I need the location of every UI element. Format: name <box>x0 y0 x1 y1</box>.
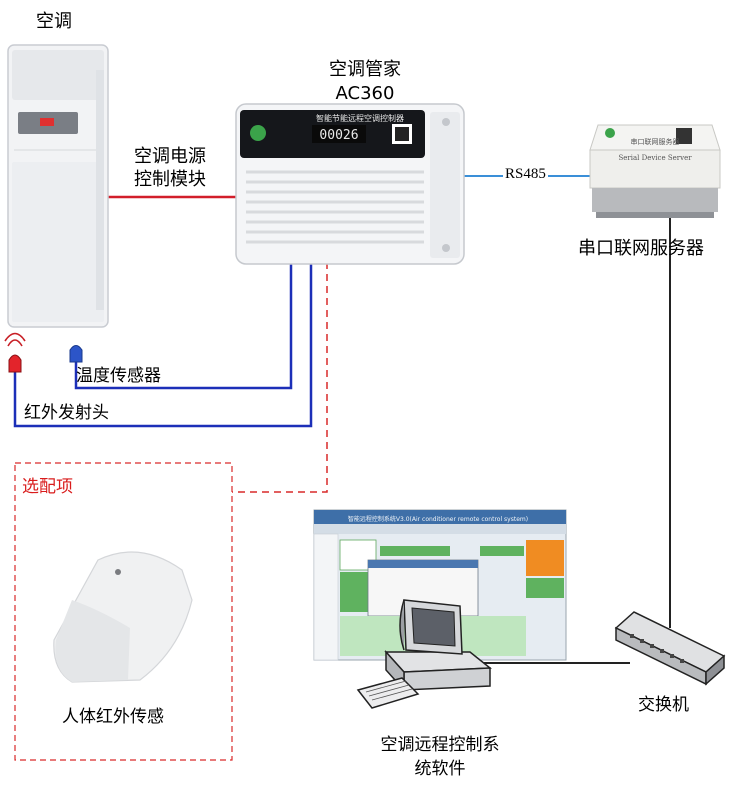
software-window-title: 智能远程控制系统V3.0(Air conditioner remote cont… <box>348 515 528 523</box>
network-switch-icon <box>614 611 726 686</box>
power-module-label-line1: 空调电源 <box>134 146 206 167</box>
ir-emitter-icon <box>4 332 26 373</box>
temp-sensor-line <box>74 248 293 390</box>
temp-sensor-icon <box>69 345 83 363</box>
pir-sensor-label: 人体红外传感 <box>62 707 164 727</box>
serial-server-icon <box>589 124 721 218</box>
rs485-label: RS485 <box>503 166 548 183</box>
software-label-line2: 统软件 <box>414 759 466 779</box>
software-label-line1: 空调远程控制系 <box>380 735 500 755</box>
controller-panel-title: 智能节能远程空调控制器 <box>316 113 404 123</box>
controller-box-icon <box>235 103 465 265</box>
controller-title-label: 空调管家 <box>329 59 401 80</box>
ir-emitter-line <box>13 256 313 428</box>
switch-label: 交换机 <box>638 695 689 715</box>
server-panel-line2: Serial Device Server <box>618 154 692 162</box>
ac-unit-label: 空调 <box>36 11 72 32</box>
power-module-label-line2: 控制模块 <box>134 169 206 190</box>
pir-sensor-icon <box>53 551 193 683</box>
temp-sensor-label: 温度传感器 <box>76 366 161 386</box>
desktop-computer-icon <box>356 599 493 709</box>
optional-sensor-line <box>232 262 328 493</box>
optional-area-box <box>14 462 233 761</box>
floor-ac-unit-icon <box>7 44 109 328</box>
server-panel-line1: 串口联网服务器 <box>631 137 680 146</box>
controller-model-label: AC360 <box>335 83 395 104</box>
optional-label: 选配项 <box>22 477 73 497</box>
serial-server-label: 串口联网服务器 <box>578 238 704 259</box>
ir-emitter-label: 红外发射头 <box>24 403 109 423</box>
controller-display: 00026 <box>319 128 358 143</box>
